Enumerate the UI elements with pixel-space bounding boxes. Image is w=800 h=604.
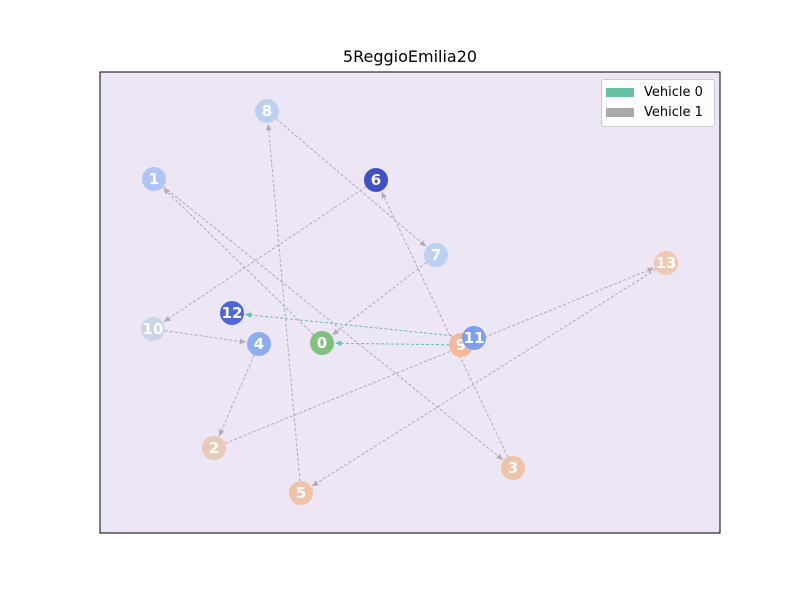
legend-swatch-vehicle-0 xyxy=(606,87,634,97)
route-edge-10-to-4 xyxy=(164,330,247,345)
node-label-10: 10 xyxy=(143,320,164,338)
node-circle-0 xyxy=(310,331,334,355)
node-label-1: 1 xyxy=(149,170,159,188)
node-2: 2 xyxy=(202,436,226,460)
route-edge-8-to-7 xyxy=(275,118,427,247)
plot-area xyxy=(99,71,721,534)
node-circle-12 xyxy=(220,301,244,325)
node-circle-4 xyxy=(247,332,271,356)
node-13: 13 xyxy=(654,251,678,275)
node-label-2: 2 xyxy=(209,439,219,457)
node-label-12: 12 xyxy=(222,304,243,322)
node-8: 8 xyxy=(255,99,279,123)
legend-item-vehicle-1: Vehicle 1 xyxy=(606,103,703,121)
node-circle-11 xyxy=(462,326,486,350)
node-6: 6 xyxy=(364,168,388,192)
node-circle-3 xyxy=(501,456,525,480)
node-label-6: 6 xyxy=(371,171,381,189)
node-circle-5 xyxy=(289,481,313,505)
node-label-8: 8 xyxy=(262,102,272,120)
route-edge-13-to-5 xyxy=(311,268,657,487)
node-circle-1 xyxy=(142,167,166,191)
node-label-7: 7 xyxy=(431,246,441,264)
node-circle-6 xyxy=(364,168,388,192)
legend-label-vehicle-1: Vehicle 1 xyxy=(644,104,703,120)
node-3: 3 xyxy=(501,456,525,480)
node-circle-8 xyxy=(255,99,279,123)
route-edge-3-to-6 xyxy=(381,191,509,458)
node-12: 12 xyxy=(220,301,244,325)
node-10: 10 xyxy=(141,317,165,341)
node-label-5: 5 xyxy=(296,484,306,502)
node-1: 1 xyxy=(142,167,166,191)
route-edge-1-to-3 xyxy=(163,186,504,461)
node-circle-13 xyxy=(654,251,678,275)
route-edge-2-to-13 xyxy=(224,267,655,444)
node-label-4: 4 xyxy=(254,335,264,353)
node-11: 11 xyxy=(462,326,486,350)
chart-title: 5ReggioEmilia20 xyxy=(342,47,478,66)
node-label-13: 13 xyxy=(656,254,677,272)
node-circle-10 xyxy=(141,317,165,341)
legend-swatch-vehicle-1 xyxy=(606,107,634,117)
node-0: 0 xyxy=(310,331,334,355)
node-label-11: 11 xyxy=(464,329,485,347)
node-label-3: 3 xyxy=(508,459,518,477)
node-5: 5 xyxy=(289,481,313,505)
legend-item-vehicle-0: Vehicle 0 xyxy=(606,83,703,101)
node-4: 4 xyxy=(247,332,271,356)
route-edge-11-to-12 xyxy=(244,312,463,338)
node-label-0: 0 xyxy=(317,334,327,352)
node-label-9: 9 xyxy=(456,336,466,354)
legend: Vehicle 0 Vehicle 1 xyxy=(601,79,715,127)
route-edge-9-to-0 xyxy=(334,340,450,347)
node-circle-2 xyxy=(202,436,226,460)
node-7: 7 xyxy=(424,243,448,267)
node-circle-7 xyxy=(424,243,448,267)
route-edges xyxy=(162,118,657,487)
route-edge-6-to-10 xyxy=(163,186,367,323)
legend-label-vehicle-0: Vehicle 0 xyxy=(644,84,703,100)
